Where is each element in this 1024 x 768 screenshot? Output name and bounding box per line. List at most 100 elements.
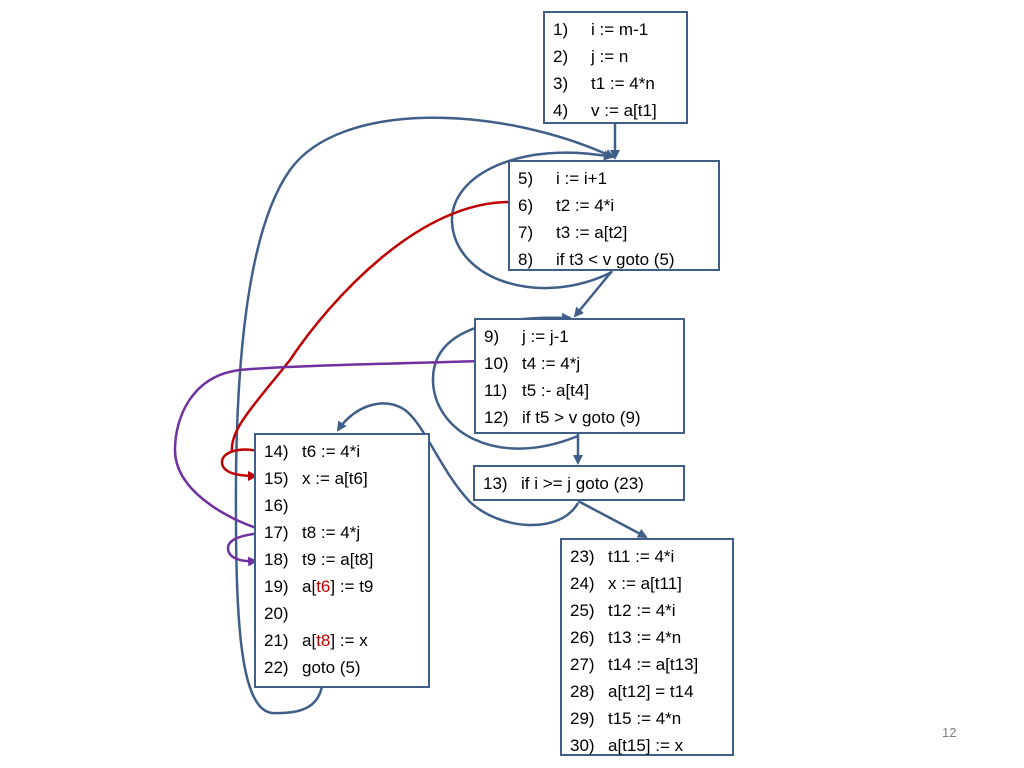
statement: if i >= j goto (23) bbox=[521, 474, 644, 493]
code-line: 26) t13 := 4*n bbox=[570, 624, 732, 651]
code-line: 14) t6 := 4*i bbox=[264, 438, 428, 465]
code-line: 7) t3 := a[t2] bbox=[518, 219, 718, 246]
statement: t11 := 4*i bbox=[608, 547, 675, 566]
edge-b4-to-b5 bbox=[336, 402, 580, 527]
statement: if t5 > v goto (9) bbox=[522, 408, 641, 427]
statement: t1 := 4*n bbox=[591, 74, 655, 93]
line-number: 27) bbox=[570, 655, 595, 674]
line-number: 16) bbox=[264, 496, 289, 515]
statement: j := j-1 bbox=[522, 327, 569, 346]
basic-block-1-4: 1)i := m-1 2) j := n 3) t1 := 4*n 4) v := a… bbox=[543, 11, 688, 124]
statement: j := n bbox=[591, 47, 629, 66]
basic-block-9-12: 9) j := j-1 10)t4 := 4*j 11)t5 :- a[t4] 1… bbox=[474, 318, 685, 434]
code-line: 2) j := n bbox=[553, 43, 686, 70]
line-number: 4) bbox=[553, 101, 569, 120]
line-number: 3) bbox=[553, 74, 569, 93]
code-line: 29)t15 := 4*n bbox=[570, 705, 732, 732]
statement: t2 := 4*i bbox=[556, 196, 615, 215]
line-number: 30) bbox=[570, 736, 595, 755]
code-line: 22) goto (5) bbox=[264, 654, 428, 681]
code-line: 28) a[t12] = t14 bbox=[570, 678, 732, 705]
purple-edge-t4-to-t8 bbox=[173, 359, 483, 532]
code-line: 17) t8 := 4*j bbox=[264, 519, 428, 546]
code-line: 10)t4 := 4*j bbox=[484, 350, 683, 377]
statement: a[t15] := x bbox=[608, 736, 684, 755]
line-number: 8) bbox=[518, 250, 534, 269]
red-edge-t2-to-t6 bbox=[230, 200, 513, 453]
line-number: 7) bbox=[518, 223, 534, 242]
edge-b2-to-b3 bbox=[573, 270, 613, 318]
statement: t14 := a[t13] bbox=[608, 655, 699, 674]
highlighted-variable: t8 bbox=[316, 631, 331, 650]
line-number: 20) bbox=[264, 604, 289, 623]
code-line: 24) x := a[t11] bbox=[570, 570, 732, 597]
statement: t9 := a[t8] bbox=[302, 550, 374, 569]
line-number: 17) bbox=[264, 523, 289, 542]
line-number: 28) bbox=[570, 682, 595, 701]
code-line: 27) t14 := a[t13] bbox=[570, 651, 732, 678]
code-line: 13) if i >= j goto (23) bbox=[483, 470, 683, 497]
line-number: 18) bbox=[264, 550, 289, 569]
page-number: 12 bbox=[942, 725, 957, 740]
code-line: 11)t5 :- a[t4] bbox=[484, 377, 683, 404]
basic-block-23-30: 23) t11 := 4*i 24) x := a[t11] 25) t12 := 4… bbox=[560, 538, 734, 756]
code-line: 25) t12 := 4*i bbox=[570, 597, 732, 624]
line-number: 6) bbox=[518, 196, 534, 215]
code-line: 1)i := m-1 bbox=[553, 16, 686, 43]
code-line: 18) t9 := a[t8] bbox=[264, 546, 428, 573]
line-number: 29) bbox=[570, 709, 595, 728]
code-line: 30) a[t15] := x bbox=[570, 732, 732, 759]
statement: a[t12] = t14 bbox=[608, 682, 694, 701]
line-number: 23) bbox=[570, 547, 595, 566]
code-line: 21) a[t8] := x bbox=[264, 627, 428, 654]
statement: a[t6] := t9 bbox=[302, 577, 374, 596]
basic-block-14-22: 14) t6 := 4*i 15)x := a[t6] 16) 17) t8 := … bbox=[254, 433, 430, 688]
code-line: 12) if t5 > v goto (9) bbox=[484, 404, 683, 431]
code-line: 20) bbox=[264, 600, 428, 627]
line-number: 24) bbox=[570, 574, 595, 593]
line-number: 11) bbox=[484, 381, 508, 400]
statement: i := m-1 bbox=[591, 20, 649, 39]
code-line: 16) bbox=[264, 492, 428, 519]
code-line: 4) v := a[t1] bbox=[553, 97, 686, 124]
code-line: 23) t11 := 4*i bbox=[570, 543, 732, 570]
code-line: 5)i := i+1 bbox=[518, 165, 718, 192]
line-number: 12) bbox=[484, 408, 509, 427]
basic-block-5-8: 5)i := i+1 6) t2 := 4*i 7) t3 := a[t2] 8) i… bbox=[508, 160, 720, 271]
statement: t8 := 4*j bbox=[302, 523, 361, 542]
statement: t13 := 4*n bbox=[608, 628, 682, 647]
line-number: 14) bbox=[264, 442, 289, 461]
statement: v := a[t1] bbox=[591, 101, 657, 120]
statement: goto (5) bbox=[302, 658, 361, 677]
code-line: 8) if t3 < v goto (5) bbox=[518, 246, 718, 273]
edge-b4-to-b6 bbox=[577, 499, 648, 539]
line-number: 22) bbox=[264, 658, 289, 677]
basic-block-13: 13) if i >= j goto (23) bbox=[473, 465, 685, 501]
code-line: 19) a[t6] := t9 bbox=[264, 573, 428, 600]
code-line: 15)x := a[t6] bbox=[264, 465, 428, 492]
code-line: 3) t1 := 4*n bbox=[553, 70, 686, 97]
statement: t6 := 4*i bbox=[302, 442, 361, 461]
line-number: 21) bbox=[264, 631, 289, 650]
line-number: 25) bbox=[570, 601, 595, 620]
statement: x := a[t11] bbox=[608, 574, 682, 593]
statement: t3 := a[t2] bbox=[556, 223, 628, 242]
line-number: 26) bbox=[570, 628, 595, 647]
statement: a[t8] := x bbox=[302, 631, 368, 650]
highlighted-variable: t6 bbox=[316, 577, 331, 596]
code-line: 6) t2 := 4*i bbox=[518, 192, 718, 219]
purple-hook-to-line-18 bbox=[226, 531, 263, 567]
line-number: 13) bbox=[483, 474, 508, 493]
statement: if t3 < v goto (5) bbox=[556, 250, 675, 269]
edge-b2-self-loop bbox=[450, 150, 614, 290]
line-number: 15) bbox=[264, 469, 289, 488]
code-line: 9) j := j-1 bbox=[484, 323, 683, 350]
line-number: 19) bbox=[264, 577, 289, 596]
statement: t12 := 4*i bbox=[608, 601, 676, 620]
edge-b5-goto-b2 bbox=[234, 116, 615, 715]
statement: i := i+1 bbox=[556, 169, 608, 188]
red-hook-to-line-15 bbox=[220, 448, 263, 481]
line-number: 9) bbox=[484, 327, 500, 346]
line-number: 10) bbox=[484, 354, 509, 373]
line-number: 2) bbox=[553, 47, 569, 66]
